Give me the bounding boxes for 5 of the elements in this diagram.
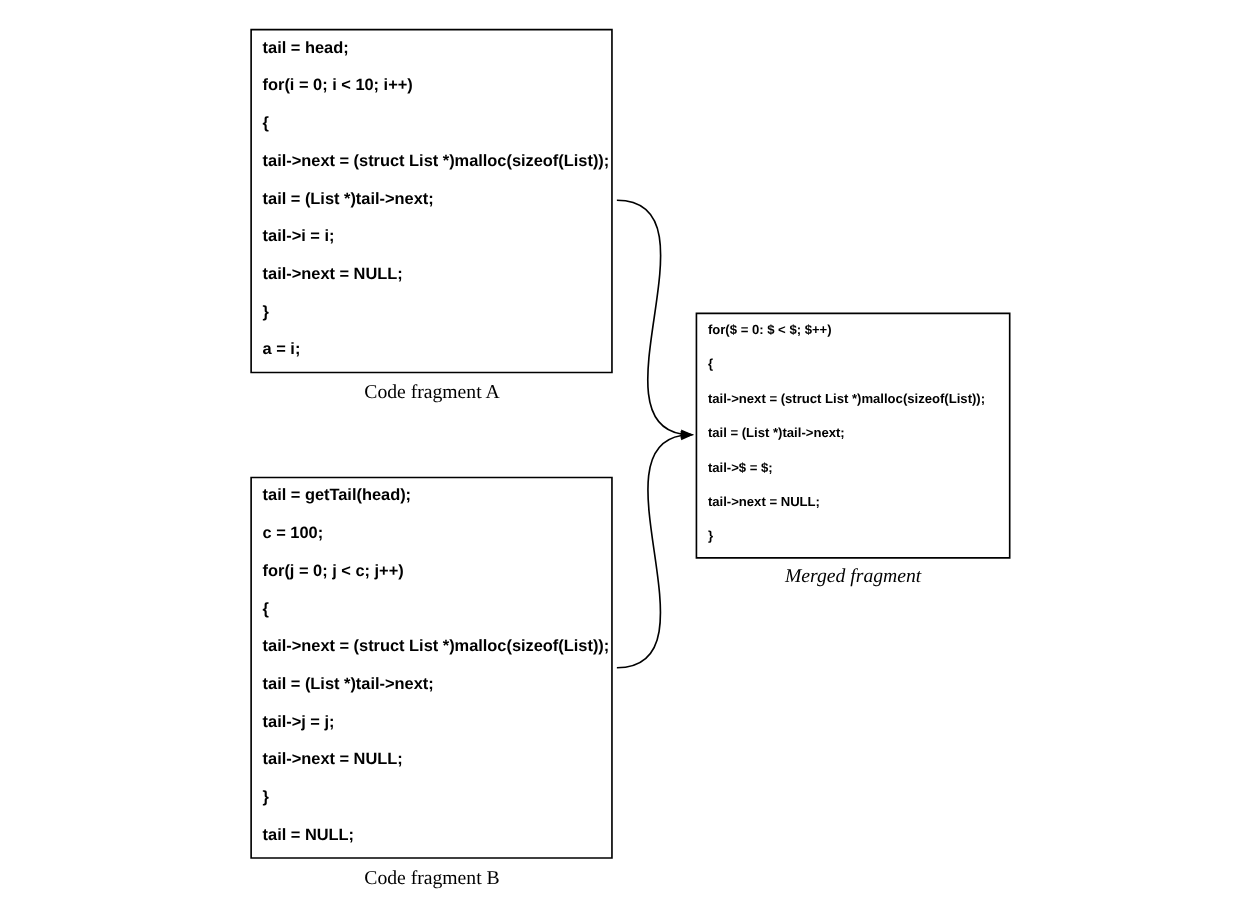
node-label: Code fragment B: [363, 867, 499, 890]
node-box: tail = getTail(head); c = 100; for(j = 0; j < c; j++) { tail->next = (struct List *)malloc(sizeof(List)); tail = (List *)tail->next; tail->j = j; tail->next = NULL; } tail = NULL;: [249, 476, 612, 859]
node-box: tail = head; for(i = 0; i < 10; i++) { tail->next = (struct List *)malloc(sizeof(List)); tail = (List *)tail->next; tail->i = i; tail->next = NULL; } a = i;: [249, 28, 612, 374]
node-label: Code fragment A: [363, 382, 499, 405]
node-label: Merged fragment: [784, 565, 921, 588]
